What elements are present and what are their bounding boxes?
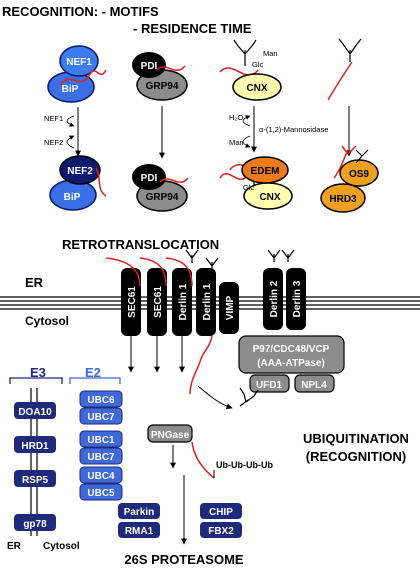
edem-cnx-complex: EDEM Glc CNX <box>219 156 293 210</box>
pdi-grp94-complex: PDI GRP94 <box>132 52 188 101</box>
man-label: Man <box>263 49 278 58</box>
glc2-label: Glc <box>243 183 255 192</box>
grp94-2-label: GRP94 <box>146 192 179 203</box>
pdi2-label: PDI <box>141 173 158 184</box>
substrate-glycan <box>327 38 362 101</box>
man2-label: Man <box>229 138 244 147</box>
pngase-box: PNGase <box>147 424 193 443</box>
channel-derlin2: Derlin 2 <box>263 268 283 330</box>
p97-line2: (AAA-ATPase) <box>257 358 325 369</box>
svg-text:VIMP: VIMP <box>225 295 236 320</box>
e2-ubc5: UBC5 <box>79 483 123 501</box>
ligase-fbx2: FBX2 <box>200 522 242 538</box>
svg-text:UBC6: UBC6 <box>87 395 115 406</box>
e3e2-er-label: ER <box>7 541 22 552</box>
e2-ubc1: UBC1 <box>79 430 123 448</box>
svg-text:UBC7: UBC7 <box>87 412 115 423</box>
channel-derlin1-1: Derlin 1 <box>172 268 192 336</box>
nef1-arrow-label: NEF1 <box>44 114 63 123</box>
p97-line1: P97/CDC48/VCP <box>253 344 330 355</box>
svg-text:Derlin 2: Derlin 2 <box>269 280 280 317</box>
heading-line1: RECOGNITION: - MOTIFS <box>2 4 159 19</box>
retro-title: RETROTRANSLOCATION <box>62 237 219 252</box>
e2-ubc7-b: UBC7 <box>79 447 123 465</box>
channel-sec61-1: SEC61 <box>121 268 141 336</box>
e3-rsp5: RSP5 <box>14 470 56 487</box>
cnx-label: CNX <box>246 83 267 94</box>
ufd1-box: UFD1 <box>249 374 290 393</box>
channel-sec61-2: SEC61 <box>147 268 167 336</box>
e3e2-cytosol-label: Cytosol <box>43 541 80 552</box>
svg-text:UBC4: UBC4 <box>87 471 115 482</box>
pdi-grp94-complex-2: PDI GRP94 <box>132 164 189 212</box>
retro-cytosol-label: Cytosol <box>25 314 69 328</box>
svg-text:FBX2: FBX2 <box>208 526 234 537</box>
os9-label: OS9 <box>349 169 369 180</box>
e2-ubc7-a: UBC7 <box>79 407 123 425</box>
svg-text:NPL4: NPL4 <box>301 380 327 391</box>
ub-chain: Ub-Ub-Ub-Ub <box>216 460 273 470</box>
svg-text:RSP5: RSP5 <box>22 475 49 486</box>
pdi-label: PDI <box>141 61 158 72</box>
bip-nef1-complex: NEF1 BiP <box>47 45 107 103</box>
ligase-rma1: RMA1 <box>118 522 160 538</box>
heading-line2: - RESIDENCE TIME <box>133 21 252 36</box>
ligase-chip: CHIP <box>200 503 242 519</box>
npl4-box: NPL4 <box>294 374 335 393</box>
svg-text:gp78: gp78 <box>23 519 47 530</box>
svg-text:UBC7: UBC7 <box>87 452 115 463</box>
p97-complex: P97/CDC48/VCP (AAA-ATPase) <box>238 335 345 374</box>
e3-doa10: DOA10 <box>14 402 56 419</box>
svg-text:RMA1: RMA1 <box>125 526 154 537</box>
e3-bracket <box>9 377 63 384</box>
channel-derlin1-2: Derlin 1 <box>196 268 216 336</box>
channel-derlin3: Derlin 3 <box>286 268 306 330</box>
svg-text:Derlin 3: Derlin 3 <box>292 280 303 317</box>
e3-label: E3 <box>30 365 46 380</box>
ubiq-line1: UBIQUITINATION <box>303 431 409 446</box>
edem-label: EDEM <box>251 166 280 177</box>
bip-nef2-complex: NEF2 BiP <box>49 155 107 211</box>
svg-text:Derlin 1: Derlin 1 <box>202 283 213 320</box>
svg-text:CHIP: CHIP <box>209 507 233 518</box>
svg-text:HRD1: HRD1 <box>21 441 49 452</box>
svg-text:SEC61: SEC61 <box>153 286 164 318</box>
ligase-parkin: Parkin <box>118 503 160 519</box>
e2-ubc4: UBC4 <box>79 466 123 484</box>
e2-ubc6: UBC6 <box>79 390 123 408</box>
svg-text:Parkin: Parkin <box>124 507 155 518</box>
cnx-complex: Man Glc CNX <box>219 39 282 101</box>
retro-er-label: ER <box>25 275 44 290</box>
nef1-label: NEF1 <box>66 57 92 68</box>
svg-text:DOA10: DOA10 <box>18 407 52 418</box>
hrd3-label: HRD3 <box>329 194 357 205</box>
svg-text:SEC61: SEC61 <box>127 286 138 318</box>
bip-label: BiP <box>62 84 79 95</box>
proteasome-label: 26S PROTEASOME <box>124 552 244 567</box>
grp94-label: GRP94 <box>146 81 179 92</box>
svg-text:UFD1: UFD1 <box>256 380 283 391</box>
svg-text:UBC5: UBC5 <box>87 488 115 499</box>
mannosidase-label: α-(1,2)-Mannosidase <box>259 125 328 134</box>
e3-gp78: gp78 <box>14 514 56 531</box>
nef2-label: NEF2 <box>67 166 93 177</box>
e2-label: E2 <box>85 365 101 380</box>
e2-bracket <box>69 377 121 384</box>
cnx2-label: CNX <box>259 192 280 203</box>
os9-hrd3-complex: OS9 HRD3 <box>320 145 379 213</box>
svg-text:UBC1: UBC1 <box>87 435 115 446</box>
channel-vimp: VIMP <box>219 282 239 334</box>
h2o-label: H₂O <box>229 113 243 122</box>
ubiq-line2: (RECOGNITION) <box>306 449 406 464</box>
bip2-label: BiP <box>64 192 81 203</box>
svg-text:PNGase: PNGase <box>151 430 190 441</box>
e3-hrd1: HRD1 <box>14 436 56 453</box>
nef2-arrow-label: NEF2 <box>44 138 63 147</box>
svg-text:Derlin 1: Derlin 1 <box>178 283 189 320</box>
glc-label: Glc <box>252 60 264 69</box>
